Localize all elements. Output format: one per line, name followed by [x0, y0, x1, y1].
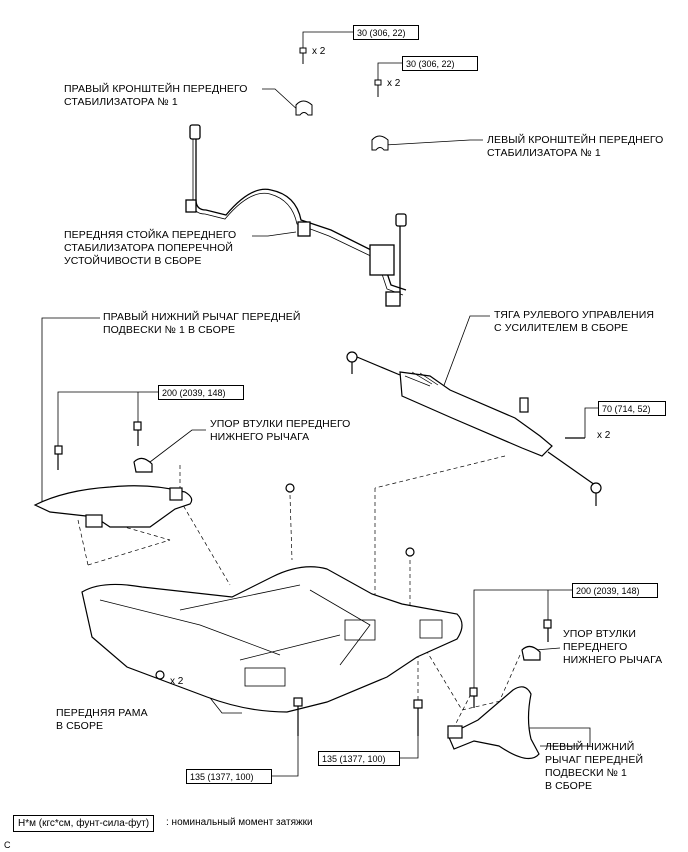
- label-left-lower-arm: ЛЕВЫЙ НИЖНИЙ РЫЧАГ ПЕРЕДНЕЙ ПОДВЕСКИ № 1…: [545, 741, 644, 792]
- right-bracket-icon: [295, 100, 313, 116]
- corner-mark: C: [4, 840, 11, 850]
- stabilizer-bar-icon: [185, 124, 407, 307]
- torque-spec-box: 135 (1377, 100): [186, 769, 272, 784]
- label-left-stabilizer-bracket: ЛЕВЫЙ КРОНШТЕЙН ПЕРЕДНЕГО СТАБИЛИЗАТОРА …: [487, 134, 664, 159]
- torque-spec-box: 200 (2039, 148): [158, 385, 244, 400]
- label-right-bushing-stopper: УПОР ВТУЛКИ ПЕРЕДНЕГО НИЖНЕГО РЫЧАГА: [210, 418, 351, 443]
- quantity-label: x 2: [597, 430, 611, 441]
- left-lower-arm-icon: [447, 619, 552, 760]
- torque-spec-box: 30 (306, 22): [353, 25, 419, 40]
- torque-spec-box: 135 (1377, 100): [318, 751, 400, 766]
- label-stabilizer-bar: ПЕРЕДНЯЯ СТОЙКА ПЕРЕДНЕГО СТАБИЛИЗАТОРА …: [64, 229, 237, 267]
- label-left-bushing-stopper: УПОР ВТУЛКИ ПЕРЕДНЕГО НИЖНЕГО РЫЧАГА: [563, 628, 663, 666]
- steering-rack-icon: [346, 351, 602, 506]
- torque-spec-box: 200 (2039, 148): [572, 583, 658, 598]
- label-right-lower-arm: ПРАВЫЙ НИЖНИЙ РЫЧАГ ПЕРЕДНЕЙ ПОДВЕСКИ № …: [103, 311, 301, 336]
- label-steering-rack: ТЯГА РУЛЕВОГО УПРАВЛЕНИЯ С УСИЛИТЕЛЕМ В …: [494, 309, 655, 334]
- torque-spec-box: 70 (714, 52): [598, 401, 666, 416]
- torque-spec-box: 30 (306, 22): [402, 56, 478, 71]
- torque-unit-legend: Н*м (кгс*см, фунт-сила-фут): [13, 815, 155, 832]
- quantity-label: x 2: [312, 46, 326, 57]
- leader-lines: [41, 31, 598, 777]
- left-bracket-icon: [371, 135, 389, 151]
- front-frame-icon: [81, 483, 463, 736]
- label-front-frame: ПЕРЕДНЯЯ РАМА В СБОРЕ: [56, 707, 148, 732]
- right-lower-arm-icon: [33, 421, 193, 528]
- quantity-label: x 2: [387, 78, 401, 89]
- quantity-label: x 2: [170, 676, 184, 687]
- bolt-icon: [299, 47, 382, 97]
- legend-description: : номинальный момент затяжки: [166, 817, 313, 828]
- label-right-stabilizer-bracket: ПРАВЫЙ КРОНШТЕЙН ПЕРЕДНЕГО СТАБИЛИЗАТОРА…: [64, 83, 248, 108]
